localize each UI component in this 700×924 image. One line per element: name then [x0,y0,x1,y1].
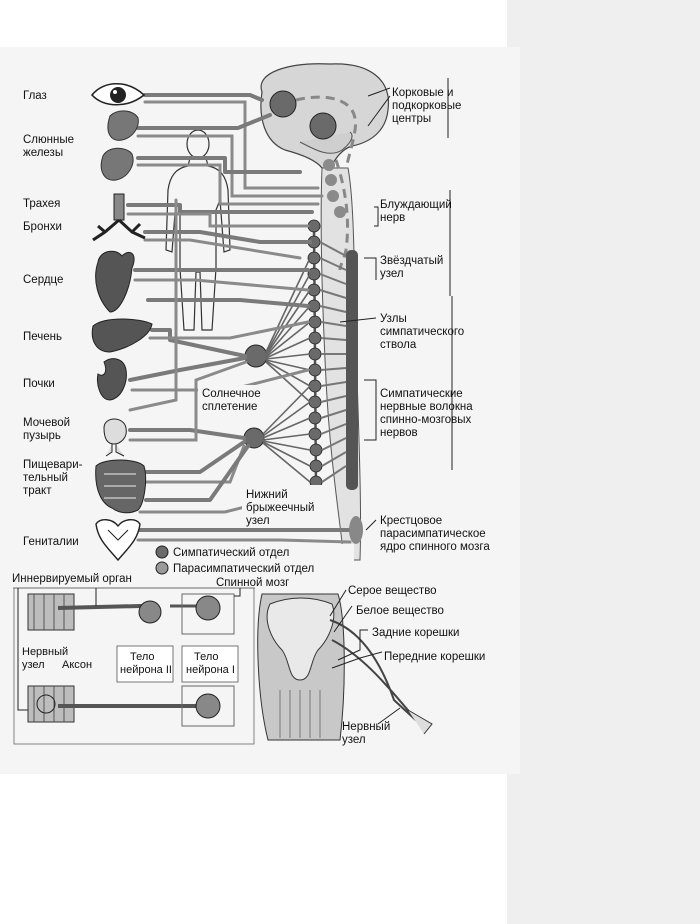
sacral-nucleus [349,516,363,544]
label-mesenteric-1: Нижний [246,489,288,501]
label-mesenteric-2: брыжеечный [246,502,314,514]
spinal-cord-cross-section [257,589,433,741]
label-trachea: Трахея [23,198,60,210]
sympathetic-trunk [307,219,347,491]
digestive-tract-icon [95,459,147,514]
label-fibers-2: нервные волокна [380,401,473,413]
solar-plexus-ganglion [244,344,268,368]
label-nerve-node-1: Нервный [342,721,390,733]
label-salivary-2: железы [23,147,63,159]
label-digestive-3: тракт [23,485,52,497]
right-label-brackets [339,78,453,531]
kidney-icon [97,358,127,401]
label-trunk-1: Узлы [380,313,407,325]
label-kidneys: Почки [23,378,55,390]
label-digestive-2: тельный [23,472,68,484]
legend-swatch-parasympathetic [155,561,169,575]
label-spinal-cord: Спинной мозг [216,577,289,589]
label-stellate-1: Звёздчатый [380,255,443,267]
label-ganglion-1: Нервный [22,646,68,658]
label-white-matter: Белое вещество [356,605,444,617]
bottom-labels: Иннервируемый орган Спинной мозг Нервный… [12,573,485,746]
center-labels: Солнечное сплетение Нижний брыжеечный уз… [198,385,322,527]
label-ventral-roots: Передние корешки [384,651,485,663]
label-stellate-2: узел [380,268,404,280]
label-vagus-2: нерв [380,212,405,224]
label-neuron2-2: нейрона II [120,664,172,676]
brain [260,63,390,181]
label-trunk-3: ствола [380,339,417,351]
organ-icons [90,83,153,562]
label-cortical-3: центры [392,113,431,125]
heart-icon [95,250,135,313]
label-sacral-1: Крестцовое [380,515,442,527]
legend [154,544,354,578]
label-digestive-1: Пищевари- [23,459,83,471]
salivary-gland-icon [100,110,139,181]
bladder-icon [103,418,127,457]
neuron-2-body [138,600,162,624]
label-bladder-1: Мочевой [23,417,70,429]
label-liver: Печень [23,331,62,343]
label-mesenteric-3: узел [246,515,270,527]
legend-swatch-sympathetic [155,545,169,559]
reflex-arc-diagram [13,587,255,745]
neuron-1-body-top [195,595,221,621]
neuron-1-body-bottom [195,693,221,719]
label-heart: Сердце [23,274,63,286]
label-sacral-2: парасимпатическое [380,528,486,540]
eye-icon [90,83,146,106]
label-cortical-1: Корковые и [392,87,453,99]
label-salivary-1: Слюнные [23,134,74,146]
left-organ-labels: Глаз Слюнные железы Трахея Бронхи Сердце… [23,90,83,548]
label-fibers-4: нервов [380,427,418,439]
label-innervated-organ: Иннервируемый орган [12,573,132,585]
sympathetic-column [346,250,358,490]
label-dorsal-roots: Задние корешки [372,627,459,639]
spinal-cord [320,159,363,561]
nerve-pathways [126,93,352,544]
label-genitals: Гениталии [23,536,79,548]
label-solar-2: сплетение [202,401,257,413]
label-nerve-node-2: узел [342,734,366,746]
cortical-center-2 [309,112,337,140]
label-neuron2-1: Тело [130,651,155,663]
label-bladder-2: пузырь [23,430,61,442]
muscle-tissue-top [27,593,75,631]
legend-label-sympathetic: Симпатический отдел [173,547,289,559]
label-neuron1-1: Тело [194,651,219,663]
label-bronchi: Бронхи [23,221,62,233]
label-fibers-1: Симпатические [380,388,463,400]
genitals-icon [95,519,141,562]
label-neuron1-2: нейрона I [186,664,235,676]
liver-icon [91,318,153,353]
label-grey-matter: Серое вещество [348,585,437,597]
label-ganglion-2: узел [22,659,45,671]
label-cortical-2: подкорковые [392,100,461,112]
right-structure-labels: Корковые и подкорковые центры Блуждающий… [380,87,490,553]
label-sacral-3: ядро спинного мозга [380,541,490,553]
label-trunk-2: симпатического [380,326,464,338]
right-margin-strip [507,0,700,924]
legend-label-parasympathetic: Парасимпатический отдел [173,563,314,575]
cortical-center-1 [269,90,297,118]
label-fibers-3: спинно-мозговых [380,414,471,426]
label-solar-1: Солнечное [202,388,261,400]
label-axon: Аксон [62,659,92,671]
legend-labels: Симпатический отдел Парасимпатический от… [173,547,314,575]
label-eye: Глаз [23,90,47,102]
trachea-icon [92,193,146,242]
label-vagus-1: Блуждающий [380,199,452,211]
